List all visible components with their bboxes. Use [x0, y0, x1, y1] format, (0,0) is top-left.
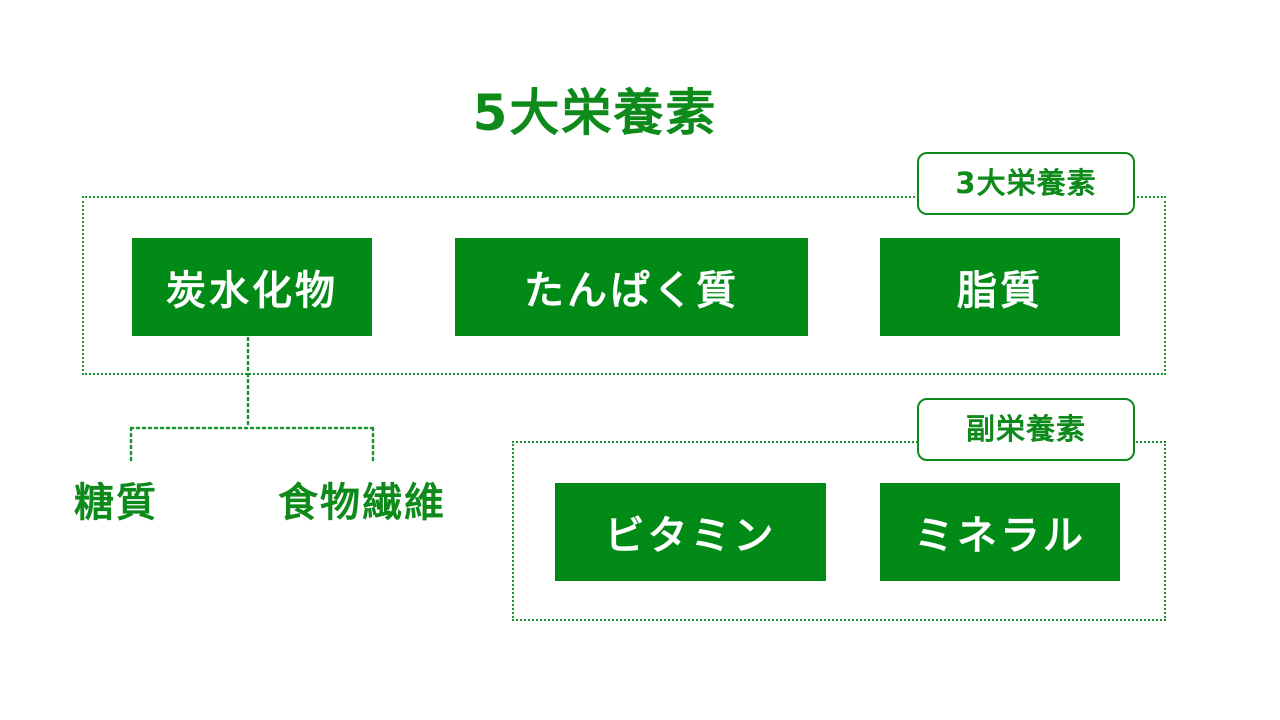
child-sugar: 糖質 — [74, 480, 158, 526]
node-protein: たんぱく質 — [455, 238, 808, 336]
macro-nutrients-label: 3大栄養素 — [917, 152, 1135, 215]
macro-nutrients-group — [82, 196, 1166, 375]
node-vitamin: ビタミン — [555, 483, 826, 581]
micro-nutrients-group — [512, 441, 1166, 621]
child-dietary-fiber: 食物繊維 — [278, 480, 446, 526]
node-carbohydrate: 炭水化物 — [132, 238, 372, 336]
diagram-title: 5大栄養素 — [472, 84, 718, 142]
micro-nutrients-label: 副栄養素 — [917, 398, 1135, 461]
node-fat: 脂質 — [880, 238, 1120, 336]
node-mineral: ミネラル — [880, 483, 1120, 581]
